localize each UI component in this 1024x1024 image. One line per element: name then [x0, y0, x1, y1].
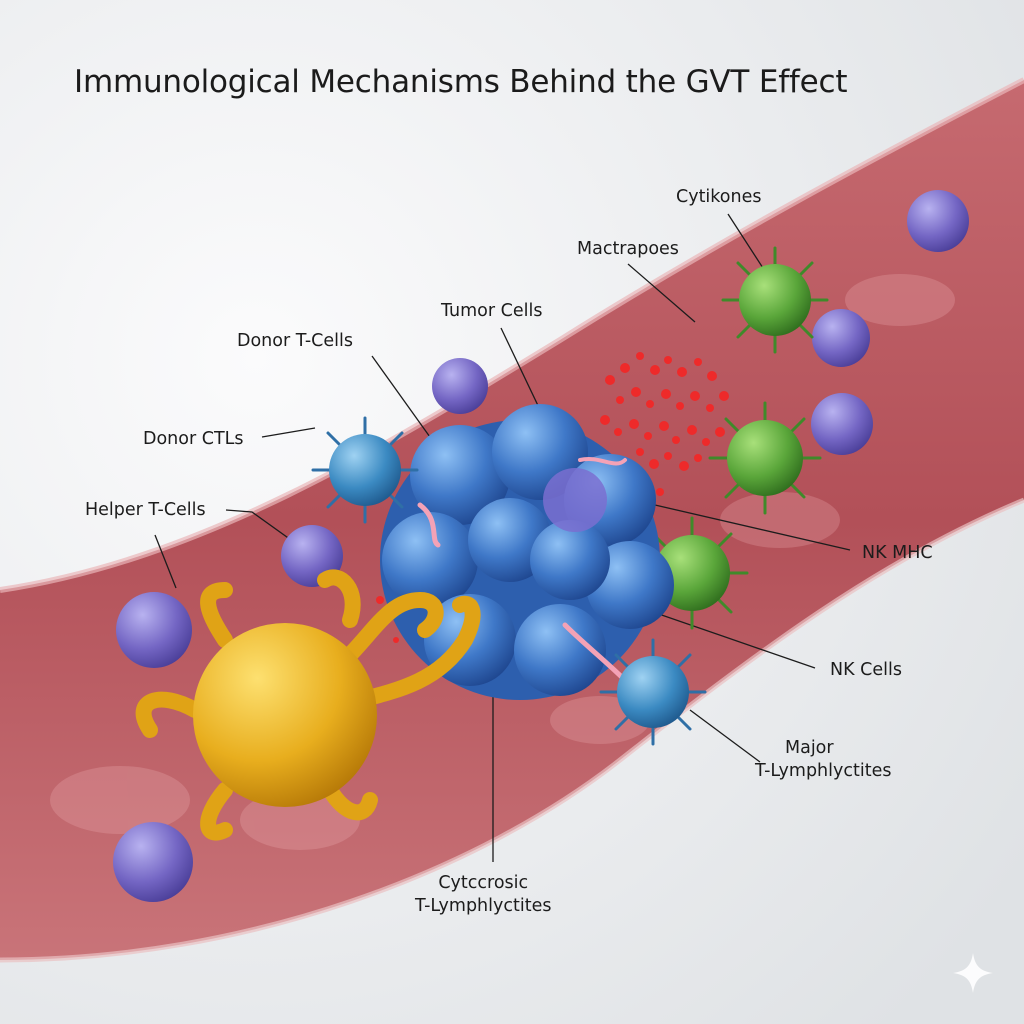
- page-title: Immunological Mechanisms Behind the GVT …: [74, 64, 848, 100]
- label-cytccrosic-t-lymphlyctites: Cytccrosic T-Lymphlyctites: [415, 873, 552, 916]
- label-tumor-cells: Tumor Cells: [441, 301, 543, 321]
- yellow-cell: [135, 569, 481, 841]
- label-helper-t-cells: Helper T-Cells: [85, 500, 206, 520]
- label-major-t-lymphlyctites: Major T-Lymphlyctites: [755, 738, 892, 781]
- tumor-cluster: [380, 404, 674, 700]
- label-nk-mhc: NK MHC: [862, 543, 933, 563]
- label-donor-ctls: Donor CTLs: [143, 429, 244, 449]
- label-nk-cells: NK Cells: [830, 660, 902, 680]
- label-mactrapoes: Mactrapoes: [577, 239, 679, 259]
- label-donor-t-cells: Donor T-Cells: [237, 331, 353, 351]
- ctl-cells: [311, 416, 707, 746]
- sparkle-icon: [953, 953, 993, 993]
- label-cytikones: Cytikones: [676, 187, 762, 207]
